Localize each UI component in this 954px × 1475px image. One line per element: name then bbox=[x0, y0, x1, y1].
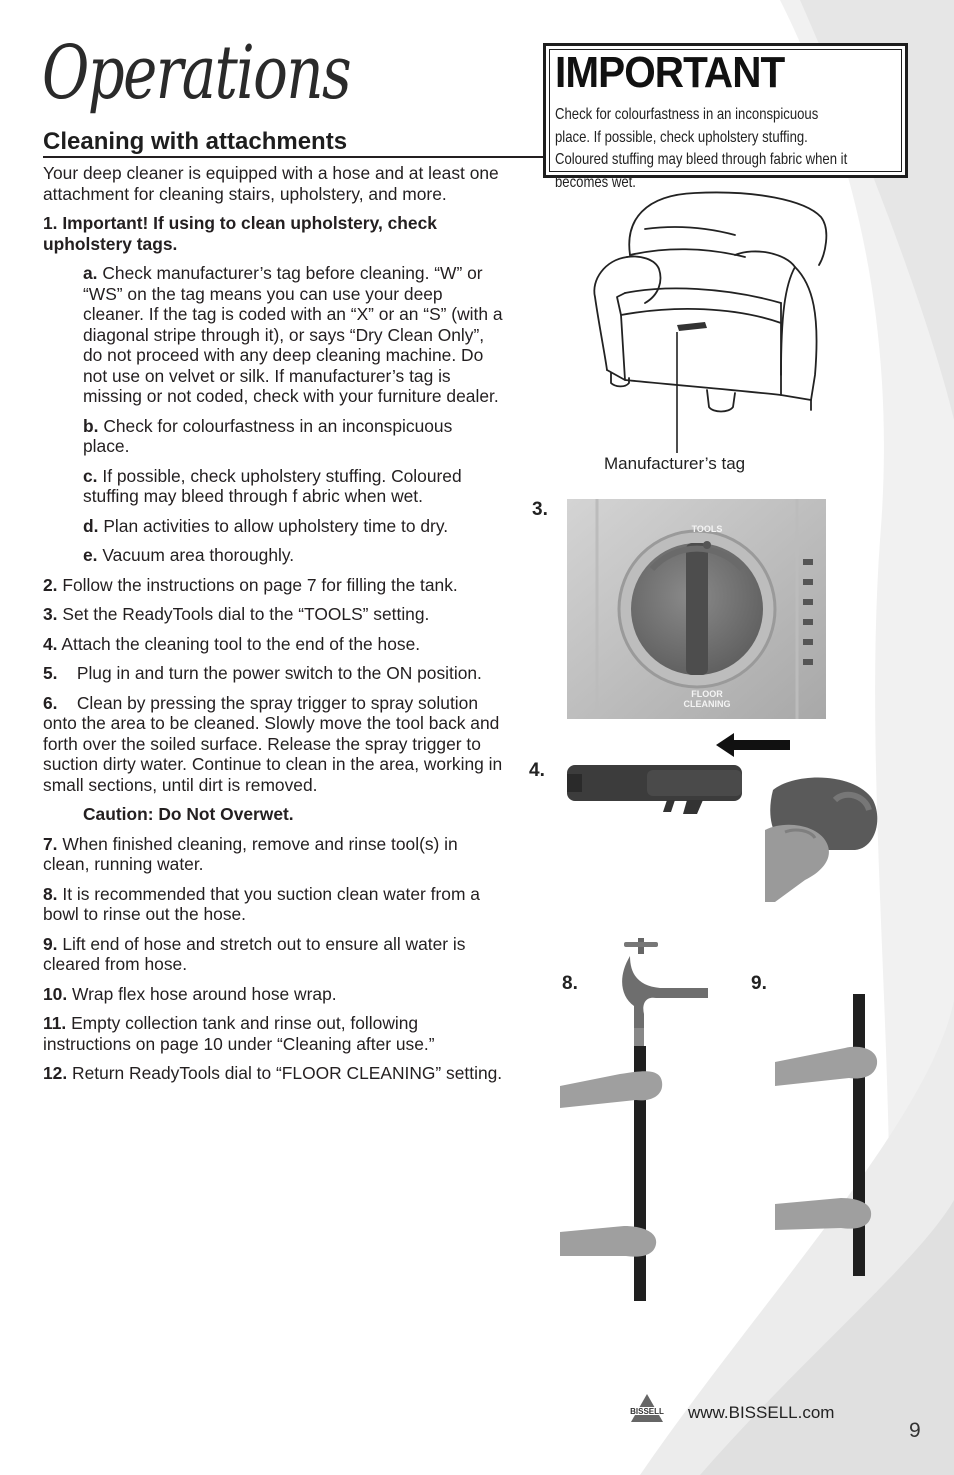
step-text: Wrap flex hose around hose wrap. bbox=[72, 983, 337, 1004]
step-8: 8. It is recommended that you suction cl… bbox=[43, 884, 503, 925]
step-2: 2. Follow the instructions on page 7 for… bbox=[43, 575, 503, 596]
upholstery-tag bbox=[677, 322, 707, 331]
direction-arrow-icon bbox=[716, 733, 790, 757]
important-title: IMPORTANT bbox=[555, 48, 785, 97]
step-label: 4. bbox=[43, 633, 58, 654]
step-label: 10. bbox=[43, 983, 68, 1004]
step-4: 4. Attach the cleaning tool to the end o… bbox=[43, 634, 503, 655]
step-7: 7. When finished cleaning, remove and ri… bbox=[43, 834, 503, 875]
step-1: 1. Important! If using to clean upholste… bbox=[43, 213, 437, 254]
hose-end-image bbox=[567, 765, 742, 814]
step-text: Return ReadyTools dial to “FLOOR CLEANIN… bbox=[72, 1063, 503, 1083]
hose-stretched-image bbox=[775, 994, 878, 1276]
step-label: 11. bbox=[43, 1013, 67, 1033]
heading-rule bbox=[43, 156, 545, 158]
armchair-illustration bbox=[593, 191, 828, 453]
substep-e: e. Vacuum area thoroughly. bbox=[43, 545, 503, 566]
step-text: Plug in and turn the power switch to the… bbox=[76, 663, 482, 683]
figure-8-label: 8. bbox=[562, 973, 578, 994]
important-text: Check for colourfastness in an inconspic… bbox=[555, 106, 848, 191]
step-label: 9. bbox=[43, 933, 58, 954]
step-label: 3. bbox=[43, 604, 58, 624]
caution-note: Caution: Do Not Overwet. bbox=[83, 804, 294, 824]
substep-label: b. bbox=[83, 415, 99, 436]
cleaning-tool-in-hand-image bbox=[765, 777, 878, 902]
bissell-logo: BISSELL bbox=[623, 1394, 671, 1422]
substep-text: If possible, check upholstery stuffing. … bbox=[83, 465, 462, 507]
instructions-column: Your deep cleaner is equipped with a hos… bbox=[43, 163, 503, 1093]
step-5: 5. Plug in and turn the power switch to … bbox=[43, 663, 503, 684]
readytools-dial-photo: TOOLS FLOOR CLEANING bbox=[567, 499, 826, 719]
step-text: Empty collection tank and rinse out, fol… bbox=[43, 1013, 435, 1054]
substep-label: e. bbox=[83, 545, 98, 565]
step-label: 5. bbox=[43, 663, 58, 683]
hose-under-faucet-image bbox=[560, 938, 708, 1301]
substep-text: Plan activities to allow upholstery time… bbox=[103, 515, 449, 536]
section-heading: Cleaning with attachments bbox=[43, 128, 348, 155]
substep-d: d. Plan activities to allow upholstery t… bbox=[43, 516, 503, 537]
step-6: 6. Clean by pressing the spray trigger t… bbox=[43, 693, 503, 796]
step-11: 11. Empty collection tank and rinse out,… bbox=[43, 1013, 503, 1054]
step-label: 12. bbox=[43, 1063, 68, 1083]
substep-label: a. bbox=[83, 263, 98, 283]
figure-9-label: 9. bbox=[751, 973, 767, 994]
step-text: Clean by pressing the spray trigger to s… bbox=[43, 692, 503, 795]
page-number: 9 bbox=[909, 1419, 921, 1442]
important-box: IMPORTANT Check for colourfastness in an… bbox=[543, 43, 908, 191]
substep-text: Check manufacturer’s tag before cleaning… bbox=[83, 263, 503, 406]
step-text: Lift end of hose and stretch out to ensu… bbox=[43, 933, 466, 975]
dial-tools-label: TOOLS bbox=[692, 524, 723, 534]
dial-floor-label: FLOOR bbox=[691, 689, 723, 699]
substep-label: d. bbox=[83, 515, 99, 536]
tag-caption: Manufacturer’s tag bbox=[604, 454, 746, 473]
website-url: www.BISSELL.com bbox=[688, 1403, 835, 1422]
page-title: Operations bbox=[42, 30, 352, 116]
step-label: 6. bbox=[43, 692, 58, 713]
step-label: 7. bbox=[43, 833, 58, 854]
substep-label: c. bbox=[83, 465, 98, 486]
step-text: Set the ReadyTools dial to the “TOOLS” s… bbox=[62, 604, 430, 624]
figure-3-label: 3. bbox=[532, 499, 548, 520]
svg-text:BISSELL: BISSELL bbox=[630, 1407, 664, 1416]
step-text: Follow the instructions on page 7 for fi… bbox=[62, 574, 458, 595]
substep-text: Check for colourfastness in an inconspic… bbox=[83, 415, 453, 457]
step-text: Attach the cleaning tool to the end of t… bbox=[61, 633, 421, 654]
dial-cleaning-label: CLEANING bbox=[684, 699, 731, 709]
step-text: It is recommended that you suction clean… bbox=[43, 883, 480, 925]
step-12: 12. Return ReadyTools dial to “FLOOR CLE… bbox=[43, 1063, 503, 1084]
step-3: 3. Set the ReadyTools dial to the “TOOLS… bbox=[43, 604, 503, 625]
step-text: When finished cleaning, remove and rinse… bbox=[43, 833, 458, 875]
figure-4-label: 4. bbox=[529, 760, 545, 781]
step-9: 9. Lift end of hose and stretch out to e… bbox=[43, 934, 503, 975]
substep-text: Vacuum area thoroughly. bbox=[102, 545, 295, 565]
step-label: 8. bbox=[43, 883, 58, 904]
important-inner-border bbox=[549, 49, 902, 172]
substep-b: b. Check for colourfastness in an incons… bbox=[43, 416, 503, 457]
substep-a: a. Check manufacturer’s tag before clean… bbox=[43, 263, 503, 407]
step-10: 10. Wrap flex hose around hose wrap. bbox=[43, 984, 503, 1005]
step-label: 2. bbox=[43, 574, 58, 595]
intro-paragraph: Your deep cleaner is equipped with a hos… bbox=[43, 163, 499, 204]
substep-c: c. If possible, check upholstery stuffin… bbox=[43, 466, 503, 507]
